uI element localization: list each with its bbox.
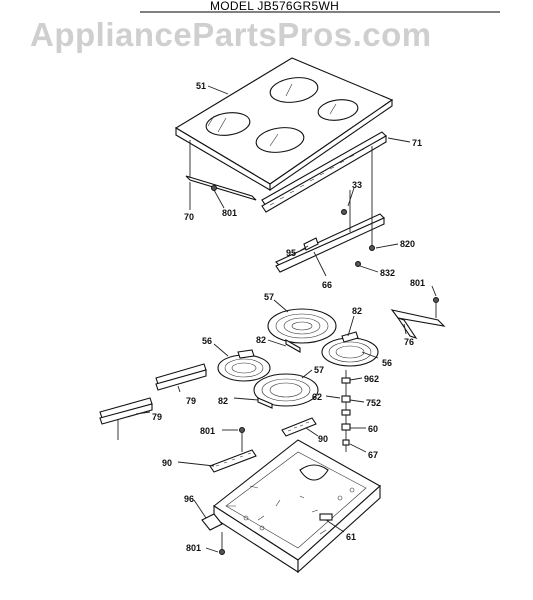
rear-bracket	[275, 146, 385, 273]
callout-67: 67	[368, 450, 378, 460]
side-trim-left	[99, 397, 153, 440]
callout-96: 96	[184, 494, 194, 504]
cooktop-glass	[174, 57, 394, 192]
callout-95: 95	[286, 248, 296, 258]
callout-801: 801	[200, 426, 215, 436]
callout-76: 76	[404, 337, 414, 347]
side-trim-right	[155, 363, 207, 391]
callout-51: 51	[196, 81, 206, 91]
callout-801: 801	[222, 208, 237, 218]
watermark-text: AppliancePartsPros.com	[30, 16, 432, 53]
callout-labels: 51 71 70 801 33 95 820 832 66 801 57 82 …	[152, 81, 425, 553]
callout-70: 70	[184, 212, 194, 222]
callout-82: 82	[352, 306, 362, 316]
surface-element-rear-right	[321, 331, 379, 367]
callout-801: 801	[410, 278, 425, 288]
terminal-block-lower	[209, 427, 257, 473]
box-bracket	[201, 513, 225, 555]
terminal-block-upper	[281, 417, 317, 437]
callout-56: 56	[202, 336, 212, 346]
callout-57: 57	[314, 365, 324, 375]
element-bracket	[390, 297, 446, 340]
rear-trim-strip	[261, 131, 387, 213]
callout-832: 832	[380, 268, 395, 278]
receptacle-stack	[341, 370, 351, 452]
model-number: JB576GR5WH	[257, 0, 340, 13]
callout-61: 61	[346, 532, 356, 542]
callout-82: 82	[256, 335, 266, 345]
surface-element-rear-left	[267, 308, 337, 353]
callout-90: 90	[318, 434, 328, 444]
callout-90: 90	[162, 458, 172, 468]
model-header: MODEL JB576GR5WH	[210, 0, 339, 13]
surface-element-front-left	[217, 349, 271, 382]
callout-66: 66	[322, 280, 332, 290]
callout-752: 752	[366, 398, 381, 408]
callout-33: 33	[352, 180, 362, 190]
callout-820: 820	[400, 239, 415, 249]
callout-62: 62	[312, 392, 322, 402]
front-trim	[185, 140, 257, 201]
callout-962: 962	[364, 374, 379, 384]
callout-801: 801	[186, 543, 201, 553]
callout-79: 79	[186, 396, 196, 406]
callout-60: 60	[368, 424, 378, 434]
callout-82: 82	[218, 396, 228, 406]
leader-lines	[135, 85, 437, 553]
model-label: MODEL	[210, 0, 254, 13]
callout-57: 57	[264, 292, 274, 302]
callout-79: 79	[152, 412, 162, 422]
callout-71: 71	[412, 138, 422, 148]
callout-56: 56	[382, 358, 392, 368]
surface-element-front-right	[253, 373, 319, 409]
